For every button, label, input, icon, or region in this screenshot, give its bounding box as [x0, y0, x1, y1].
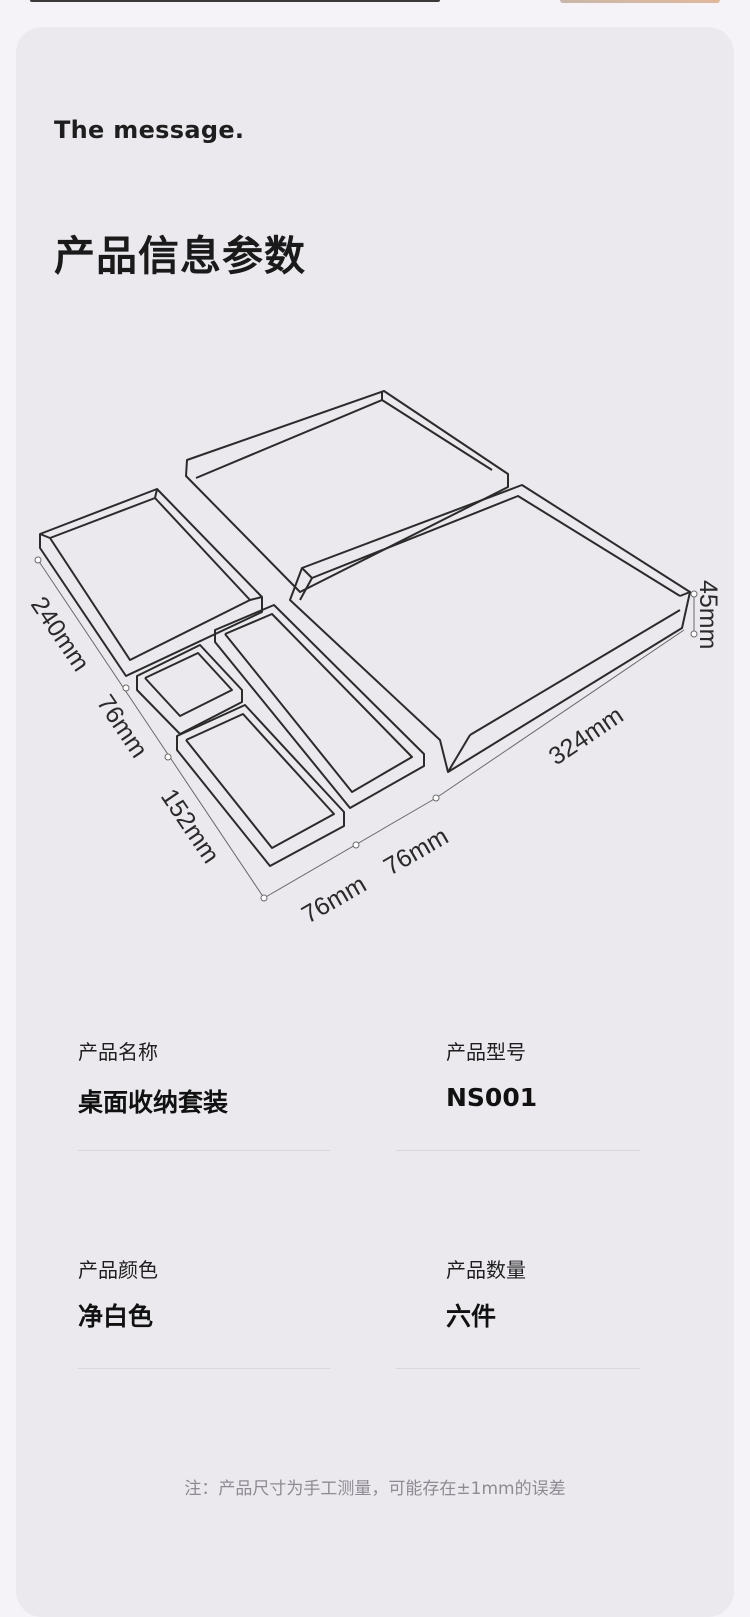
spec-color: 产品颜色 净白色 [78, 1254, 158, 1333]
tray-right-large [289, 484, 691, 773]
spec-quantity-label: 产品数量 [446, 1258, 526, 1282]
spec-name: 产品名称 桌面收纳套装 [78, 1036, 228, 1119]
top-image-edge [0, 0, 750, 6]
product-dimension-diagram: 240mm 76mm 152mm 76mm 76mm 324mm 45mm [0, 370, 750, 930]
tray-line-drawing: 240mm 76mm 152mm 76mm 76mm 324mm 45mm [25, 390, 722, 929]
tray-small-square [136, 644, 243, 735]
spec-color-label: 产品颜色 [78, 1258, 158, 1282]
section-subtitle: The message. [54, 116, 245, 144]
image-edge-warm [560, 0, 720, 3]
dim-240-label: 240mm [25, 592, 95, 677]
dim-45-label: 45mm [694, 580, 722, 649]
divider [396, 1368, 640, 1369]
spec-model: 产品型号 NS001 [446, 1036, 537, 1112]
spec-quantity-value: 六件 [446, 1302, 497, 1331]
spec-model-label: 产品型号 [446, 1040, 526, 1064]
tray-mid-long [214, 604, 425, 809]
divider [78, 1150, 330, 1151]
spec-quantity: 产品数量 六件 [446, 1254, 526, 1333]
spec-name-label: 产品名称 [78, 1040, 158, 1064]
divider [396, 1150, 640, 1151]
divider [78, 1368, 330, 1369]
spec-color-value: 净白色 [78, 1302, 154, 1331]
dim-76-bottom-a-label: 76mm [297, 870, 371, 929]
tray-left-top [39, 488, 263, 677]
measurement-note: 注：产品尺寸为手工测量，可能存在±1mm的误差 [184, 1479, 566, 1499]
image-edge-dark [30, 0, 440, 2]
dim-76-left-label: 76mm [91, 690, 153, 763]
info-card [16, 27, 734, 1617]
spec-name-value: 桌面收纳套装 [78, 1088, 229, 1117]
dimension-lines [34, 556, 698, 902]
tray-back-large [185, 390, 509, 593]
dim-324-label: 324mm [544, 701, 629, 771]
section-title: 产品信息参数 [54, 232, 306, 280]
tray-lower-medium [176, 704, 345, 867]
dim-76-bottom-b-label: 76mm [379, 822, 453, 881]
spec-model-value: NS001 [446, 1083, 538, 1112]
